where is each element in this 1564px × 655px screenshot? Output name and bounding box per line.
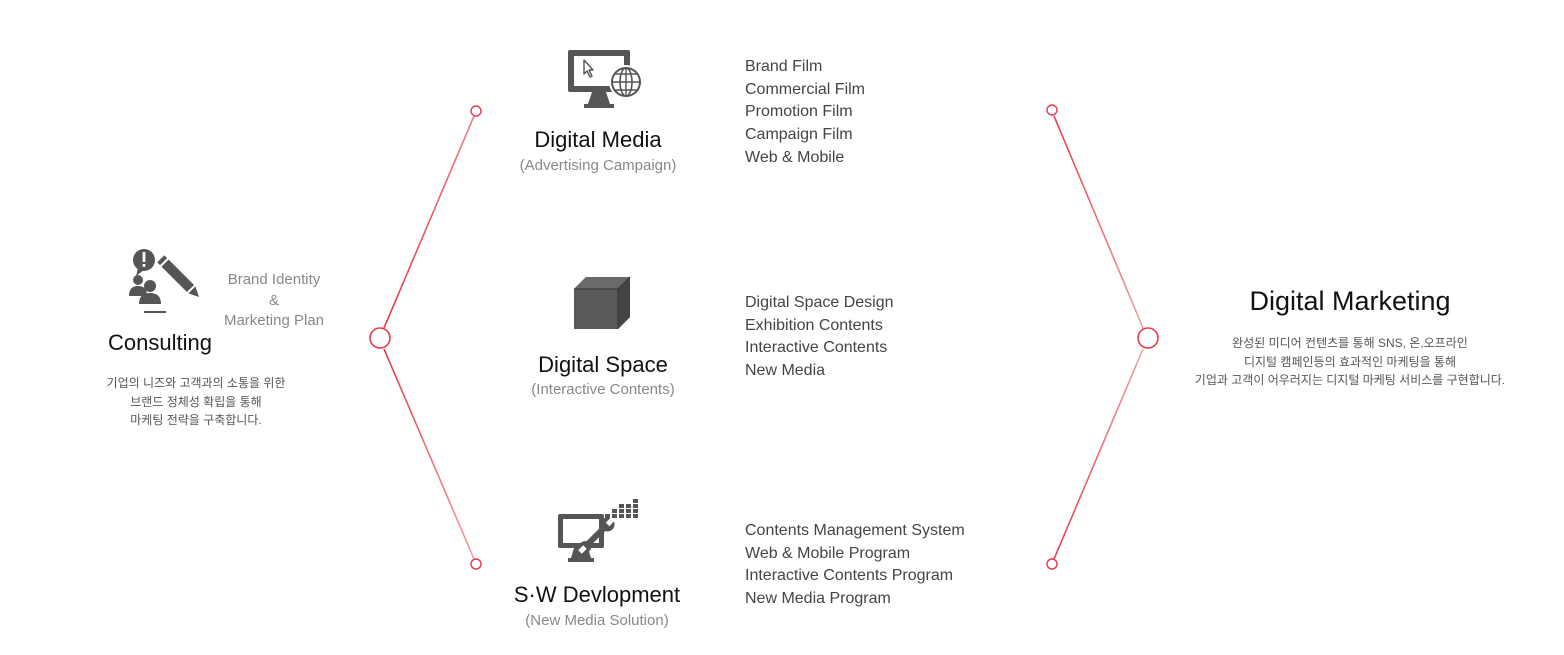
- list-item: Commercial Film: [745, 80, 865, 98]
- digital-marketing-title: Digital Marketing: [1249, 286, 1451, 316]
- sw-development-subtitle: (New Media Solution): [525, 612, 669, 629]
- list-item: Contents Management System: [745, 522, 965, 539]
- node-left-bottom: [470, 558, 482, 570]
- consulting-desc-line-2: 브랜드 정체성 확립을 통해: [130, 394, 262, 409]
- list-item: Web & Mobile Program: [745, 544, 911, 562]
- side-label-line-3: Marketing Plan: [223, 312, 325, 330]
- consulting-description: 기업의 니즈와 고객과의 소통을 위한 브랜드 정체성 확립을 통해 마케팅 전…: [86, 374, 306, 430]
- node-right-top: [1046, 104, 1058, 116]
- consulting-desc-line-3: 마케팅 전략을 구축합니다.: [130, 413, 262, 427]
- list-item: New Media Program: [745, 590, 891, 608]
- node-consulting: [369, 327, 391, 349]
- consulting-pen-icon: [129, 249, 199, 313]
- side-label-line-1: Brand Identity: [227, 271, 321, 288]
- node-right-bottom: [1046, 558, 1058, 570]
- digital-space-list: Digital Space Design Exhibition Contents…: [745, 292, 894, 383]
- marketing-desc-line-3: 기업과 고객이 어우러지는 디지털 마케팅 서비스를 구현합니다.: [1194, 373, 1506, 387]
- monitor-globe-icon: [568, 50, 643, 108]
- digital-marketing-description: 완성된 미디어 컨텐츠를 통해 SNS, 온,오프라인 디지털 캠페인등의 효과…: [1160, 334, 1540, 390]
- list-item: Promotion Film: [745, 103, 853, 121]
- connector-line-left-bottom: [383, 348, 475, 560]
- list-item: Digital Space Design: [745, 294, 894, 311]
- list-item: Web & Mobile: [745, 148, 845, 166]
- sw-development-title: S·W Devlopment: [513, 582, 681, 607]
- consulting-side-label: Brand Identity & Marketing Plan: [214, 270, 334, 332]
- connector-line-right-bottom: [1053, 348, 1144, 560]
- digital-space-subtitle: (Interactive Contents): [531, 381, 675, 398]
- node-marketing: [1137, 327, 1159, 349]
- digital-space-title: Digital Space: [538, 352, 668, 377]
- marketing-desc-line-2: 디지털 캠페인등의 효과적인 마케팅을 통해: [1243, 354, 1457, 369]
- list-item: Brand Film: [745, 58, 823, 75]
- list-item: Exhibition Contents: [745, 316, 883, 334]
- digital-media-list: Brand Film Commercial Film Promotion Fil…: [745, 56, 865, 170]
- node-left-top: [470, 105, 482, 117]
- list-item: New Media: [745, 362, 826, 380]
- list-item: Interactive Contents Program: [745, 567, 954, 585]
- consulting-desc-line-1: 기업의 니즈와 고객과의 소통을 위한: [106, 376, 286, 390]
- connector-line-right-top: [1053, 115, 1144, 329]
- marketing-desc-line-1: 완성된 미디어 컨텐츠를 통해 SNS, 온,오프라인: [1232, 336, 1468, 350]
- consulting-title: Consulting: [108, 330, 212, 355]
- list-item: Campaign Film: [745, 126, 853, 144]
- sw-development-list: Contents Management System Web & Mobile …: [745, 520, 965, 611]
- cube-icon: [574, 276, 631, 329]
- digital-media-title: Digital Media: [534, 127, 662, 152]
- side-label-line-2: &: [268, 291, 279, 309]
- digital-media-subtitle: (Advertising Campaign): [519, 157, 677, 174]
- connector-line-left-top: [383, 115, 475, 329]
- monitor-wrench-icon: [558, 499, 638, 562]
- list-item: Interactive Contents: [745, 339, 888, 357]
